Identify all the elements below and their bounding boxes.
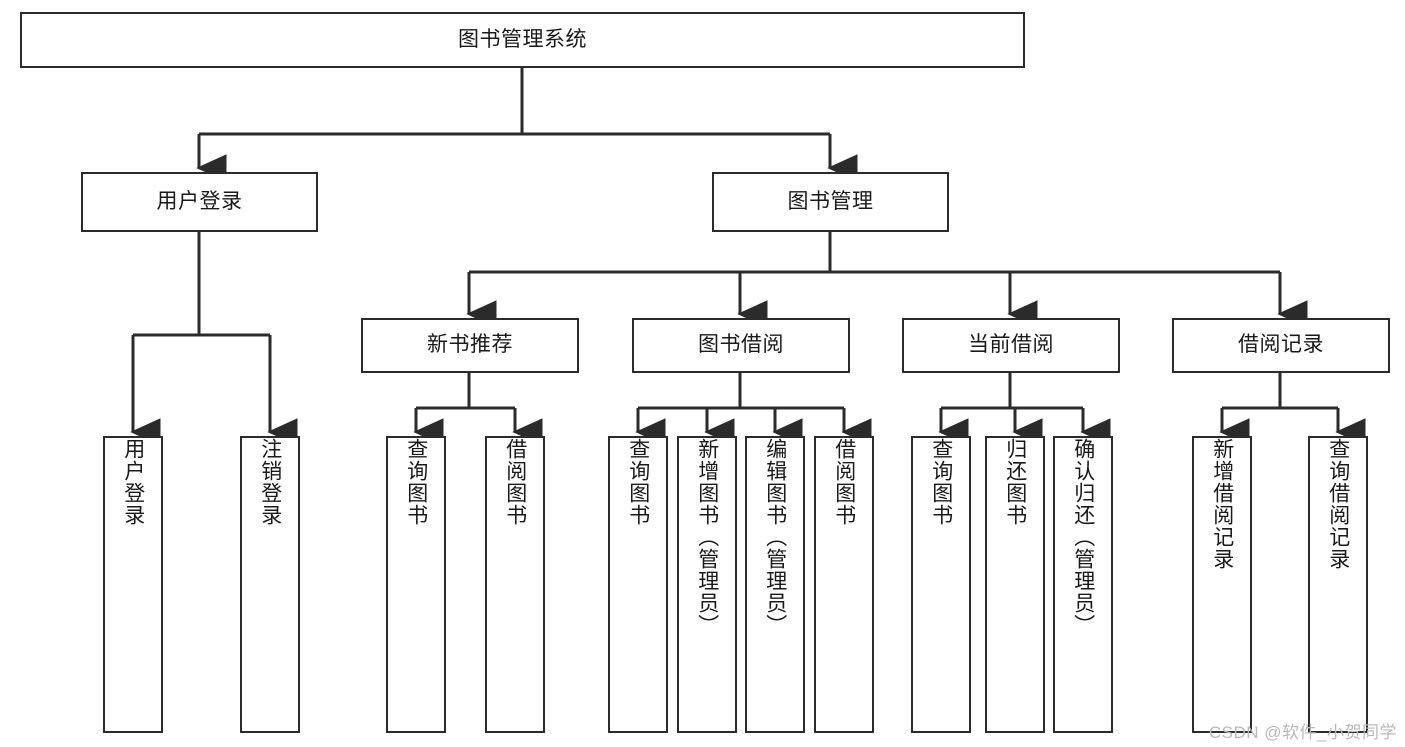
node-current-borrow-label: 当前借阅 [968,333,1054,357]
node-leaf-add-record[interactable]: 新增借阅记录 [1192,436,1252,733]
node-leaf-add-book-label: 新增图书（管理员） [695,438,719,636]
node-leaf-user-logout[interactable]: 注销登录 [240,436,300,733]
node-root-label: 图书管理系统 [458,27,587,51]
node-root[interactable]: 图书管理系统 [20,12,1025,68]
node-leaf-borrow-book-label: 借阅图书 [832,438,856,526]
node-leaf-query-record-label: 查询借阅记录 [1326,438,1350,570]
node-current-borrow[interactable]: 当前借阅 [902,318,1120,373]
node-leaf-borrow-book-rec[interactable]: 借阅图书 [485,436,545,733]
node-user-login[interactable]: 用户登录 [81,172,318,232]
node-leaf-query-book-borrow-label: 查询图书 [626,438,650,526]
node-leaf-add-book[interactable]: 新增图书（管理员） [677,436,737,733]
node-book-manage[interactable]: 图书管理 [712,172,949,232]
node-leaf-confirm-return-label: 确认归还（管理员） [1071,438,1095,636]
csdn-watermark: CSDN @软件_小贺同学 [1208,723,1397,742]
node-leaf-borrow-book[interactable]: 借阅图书 [814,436,874,733]
node-leaf-edit-book-label: 编辑图书（管理员） [763,438,787,636]
node-leaf-edit-book[interactable]: 编辑图书（管理员） [745,436,805,733]
node-leaf-query-book-rec-label: 查询图书 [404,438,428,526]
node-leaf-query-book-cur-label: 查询图书 [929,438,953,526]
node-leaf-query-book-rec[interactable]: 查询图书 [386,436,446,733]
node-new-book-rec[interactable]: 新书推荐 [361,318,579,373]
node-borrow-record[interactable]: 借阅记录 [1172,318,1390,373]
node-leaf-user-login[interactable]: 用户登录 [103,436,163,733]
node-borrow-record-label: 借阅记录 [1238,333,1324,357]
node-leaf-user-logout-label: 注销登录 [258,438,282,526]
node-new-book-rec-label: 新书推荐 [427,333,513,357]
node-leaf-return-book-label: 归还图书 [1003,438,1027,526]
node-leaf-query-book-cur[interactable]: 查询图书 [911,436,971,733]
node-book-borrow[interactable]: 图书借阅 [632,318,850,373]
node-leaf-confirm-return[interactable]: 确认归还（管理员） [1053,436,1113,733]
node-book-borrow-label: 图书借阅 [698,333,784,357]
node-book-manage-label: 图书管理 [787,189,874,213]
node-leaf-query-book-borrow[interactable]: 查询图书 [608,436,668,733]
node-leaf-add-record-label: 新增借阅记录 [1210,438,1234,570]
node-leaf-user-login-label: 用户登录 [121,438,145,526]
node-leaf-return-book[interactable]: 归还图书 [985,436,1045,733]
node-leaf-borrow-book-rec-label: 借阅图书 [503,438,527,526]
node-leaf-query-record[interactable]: 查询借阅记录 [1308,436,1368,733]
node-user-login-label: 用户登录 [156,189,243,213]
